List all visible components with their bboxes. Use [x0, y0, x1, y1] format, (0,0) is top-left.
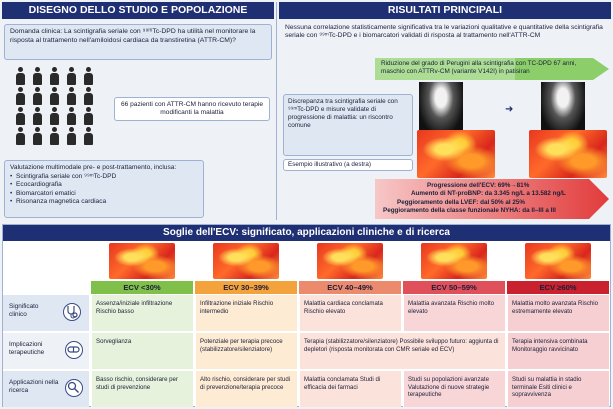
ecv-column-header: ECV <30%: [91, 281, 193, 294]
person-icon: [33, 87, 42, 105]
person-icon: [67, 67, 76, 85]
evaluation-item: Biomarcatori ematici: [10, 190, 198, 198]
ecv-table-cell: Terapia (stabilizzatore/silenziatore) Po…: [299, 333, 505, 369]
ecv-map-after: [529, 130, 607, 178]
person-icon: [50, 87, 59, 105]
green-arrow: Riduzione del grado di Perugini alla sci…: [375, 58, 611, 80]
discrepancy-text: Discrepanza tra scintigrafia seriale con…: [288, 98, 398, 129]
row-label-text: Applicazioni nella ricerca: [9, 379, 59, 394]
person-icon: [50, 127, 59, 145]
ecv-map-image: [421, 243, 487, 279]
row-label-therapeutic: Implicazioni terapeutiche: [3, 333, 89, 369]
ecv-progression: Progressione dell'ECV: 69%→81%: [427, 182, 530, 189]
ecv-table-cell: Studi su malattia in stadio terminale Es…: [507, 371, 609, 407]
ecv-table-cell: Terapia intensiva combinata Monitoraggio…: [507, 333, 609, 369]
evaluation-item: Scintigrafia seriale con ⁹⁹ᵐTc-DPD: [10, 173, 198, 181]
ecv-column-header: ECV 40–49%: [299, 281, 401, 294]
person-icon: [84, 107, 93, 125]
patients-text: 66 pazienti con ATTR-CM hanno ricevuto t…: [120, 101, 264, 116]
person-icon: [33, 127, 42, 145]
example-text: Esempio illustrativo (a destra): [288, 161, 371, 168]
person-icon: [33, 67, 42, 85]
clinical-question-box: Domanda clinica: La scintigrafia seriale…: [4, 24, 272, 60]
magnifier-icon: [65, 379, 83, 397]
person-icon: [50, 107, 59, 125]
ntprobnp-increase: Aumento di NT-proBNP: da 3.345 ng/L a 13…: [411, 190, 566, 198]
evaluation-box: Valutazione multimodale pre- e post-trat…: [4, 160, 204, 218]
discrepancy-box: Discrepanza tra scintigrafia seriale con…: [283, 94, 413, 156]
row-label-research: Applicazioni nella ricerca: [3, 371, 89, 407]
scintigraphy-scan-before: [419, 82, 463, 134]
scan-arrow: ➜: [505, 104, 514, 115]
clinical-question-text: Domanda clinica: La scintigrafia seriale…: [10, 28, 256, 44]
person-icon: [84, 127, 93, 145]
person-icon: [16, 67, 25, 85]
ecv-table-cell: Basso rischio, considerare per studi di …: [91, 371, 193, 407]
person-icon: [16, 87, 25, 105]
evaluation-item: Risonanza magnetica cardiaca: [10, 198, 198, 206]
ecv-map-image: [317, 243, 383, 279]
ecv-table-cell: Malattia conclamata Studi di efficacia d…: [299, 371, 401, 407]
ecv-table-cell: Malattia cardiaca conclamata Rischio ele…: [299, 295, 401, 331]
person-icon: [67, 127, 76, 145]
row-label-text: Implicazioni terapeutiche: [9, 341, 45, 356]
results-panel: RISULTATI PRINCIPALI Nessuna correlazion…: [279, 2, 611, 220]
ecv-thresholds-header: Soglie dell'ECV: significato, applicazio…: [3, 225, 610, 241]
scintigraphy-scan-after: [541, 82, 585, 134]
person-icon: [33, 107, 42, 125]
row-label-text: Significato clinico: [9, 303, 39, 318]
ecv-table-cell: Malattia avanzata Rischio molto elevato: [403, 295, 505, 331]
person-icon: [16, 127, 25, 145]
lvef-worsening: Peggioramento della LVEF: dal 50% al 25%: [397, 198, 525, 206]
ecv-thresholds-panel: Soglie dell'ECV: significato, applicazio…: [2, 224, 611, 407]
evaluation-item: Ecocardiografia: [10, 181, 198, 189]
ecv-column-header: ECV ≥60%: [507, 281, 609, 294]
red-arrow-text: Progressione dell'ECV: 69%→81% Aumento d…: [383, 182, 583, 215]
panel-divider: [276, 2, 277, 220]
ecv-table-cell: Sorveglianza: [91, 333, 193, 369]
stethoscope-icon: [63, 303, 81, 321]
green-arrow-text: Riduzione del grado di Perugini alla sci…: [381, 60, 577, 76]
pill-icon: [65, 341, 83, 359]
ecv-map-image: [109, 243, 175, 279]
person-icon: [16, 107, 25, 125]
red-arrow-shape: [375, 179, 609, 219]
person-icon: [67, 107, 76, 125]
red-arrow: Progressione dell'ECV: 69%→81% Aumento d…: [375, 179, 611, 219]
ecv-map-image: [213, 243, 279, 279]
ecv-table-cell: Studi su popolazioni avanzate Valutazion…: [403, 371, 505, 407]
person-icon: [84, 67, 93, 85]
ecv-table-cell: Potenziale per terapia precoce (stabiliz…: [195, 333, 297, 369]
evaluation-list: Scintigrafia seriale con ⁹⁹ᵐTc-DPD Ecoca…: [10, 173, 198, 206]
study-design-panel: DISEGNO DELLO STUDIO E POPOLAZIONE Doman…: [2, 2, 274, 220]
ecv-table-cell: Alto rischio, considerare per studi di p…: [195, 371, 297, 407]
person-icon: [50, 67, 59, 85]
main-result-text: Nessuna correlazione statisticamente sig…: [285, 24, 603, 40]
person-icon: [67, 87, 76, 105]
nyha-worsening: Peggioramento della classe funzionale NY…: [383, 206, 556, 214]
ecv-table-cell: Malattia molto avanzata Rischio estremam…: [507, 295, 609, 331]
patients-icon-group: [16, 67, 106, 147]
evaluation-title: Valutazione multimodale pre- e post-trat…: [10, 164, 177, 171]
ecv-table-cell: Infiltrazione iniziale Rischio intermedi…: [195, 295, 297, 331]
ecv-column-header: ECV 50–59%: [403, 281, 505, 294]
study-design-header: DISEGNO DELLO STUDIO E POPOLAZIONE: [2, 2, 274, 19]
patients-box: 66 pazienti con ATTR-CM hanno ricevuto t…: [114, 97, 270, 121]
results-header: RISULTATI PRINCIPALI: [279, 2, 611, 19]
ecv-map-image: [525, 243, 591, 279]
person-icon: [84, 87, 93, 105]
ecv-table-cell: Assenza/iniziale infiltrazione Rischio b…: [91, 295, 193, 331]
row-label-clinical: Significato clinico: [3, 295, 89, 331]
example-box: Esempio illustrativo (a destra): [283, 159, 413, 171]
ecv-map-before: [417, 130, 495, 178]
green-arrow-shape: [375, 58, 609, 80]
ecv-column-header: ECV 30–39%: [195, 281, 297, 294]
